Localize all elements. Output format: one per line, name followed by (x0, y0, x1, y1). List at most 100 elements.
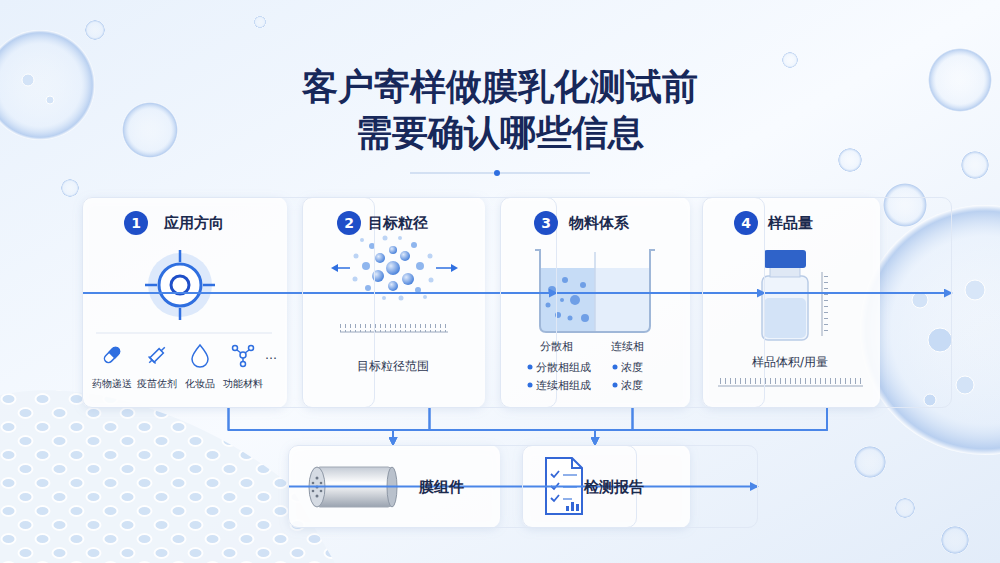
membrane-module-icon (316, 477, 319, 480)
beaker (546, 303, 551, 308)
application-icons (192, 345, 208, 367)
particle-cluster (388, 281, 398, 291)
particle-cluster (402, 273, 414, 285)
bubbles (883, 183, 927, 227)
node-heading: 检测报告 (584, 477, 818, 497)
particle-cluster (375, 253, 385, 263)
application-icons (103, 344, 254, 367)
particle-cluster (365, 285, 371, 291)
bubbles (122, 102, 178, 158)
target-icon (203, 284, 215, 287)
volume-ruler (718, 386, 863, 387)
flow-connector (500, 292, 952, 294)
particle-cluster (400, 251, 410, 261)
title-rule (410, 170, 590, 176)
caption-label: 功能材料 (223, 377, 263, 391)
bullet-dots (528, 365, 533, 370)
membrane-module-icon (320, 490, 323, 493)
size-ruler (340, 332, 448, 333)
target-icon (145, 284, 157, 287)
volume-ruler (718, 378, 863, 386)
caption-label: 样品体积/用量 (752, 354, 828, 371)
bubbles (85, 20, 105, 40)
flow-connector (288, 486, 758, 488)
particle-cluster (398, 236, 402, 240)
title-block: 客户寄样做膜乳化测试前 需要确认哪些信息 (0, 64, 1000, 156)
caption-label: 分散相 (540, 339, 573, 354)
particle-cluster (360, 238, 364, 242)
bullet-dots (613, 365, 618, 370)
step-card: 应用方向1 (82, 197, 375, 408)
flow-connector (229, 408, 394, 445)
report-icon (572, 458, 582, 468)
connectors (82, 293, 952, 487)
application-icons (146, 344, 169, 367)
beaker (580, 282, 586, 288)
callout-number: 2 (337, 211, 361, 235)
flow-connector (595, 408, 827, 445)
beaker (581, 314, 589, 322)
flow-connector (229, 408, 596, 445)
particle-cluster (428, 254, 433, 259)
size-arrows (337, 267, 350, 269)
particle-cluster (383, 236, 388, 241)
flow-connector (393, 408, 430, 445)
step-number: 2 (337, 211, 361, 235)
beaker (555, 312, 561, 318)
caption-label: 药物递送 (92, 377, 132, 391)
size-ruler (340, 324, 448, 332)
application-icons (109, 346, 121, 358)
bubbles (61, 179, 79, 197)
step-number: 3 (534, 211, 558, 235)
particle-cluster (372, 270, 384, 282)
beaker (541, 268, 595, 331)
particle-cluster (411, 242, 417, 248)
step-card: 物料体系3 (500, 197, 765, 408)
application-icons (149, 356, 156, 363)
sample-vial (764, 250, 806, 268)
application-icons (249, 346, 254, 351)
sample-vial (762, 250, 828, 340)
bubbles (838, 148, 862, 172)
caption-label: 浓度 (621, 360, 643, 375)
caption-label: 连续相 (611, 339, 644, 354)
beaker (560, 298, 564, 302)
caption-label: 浓度 (621, 378, 643, 393)
title: 客户寄样做膜乳化测试前 需要确认哪些信息 (290, 64, 710, 156)
size-arrows (331, 264, 338, 272)
bullet-dots (528, 383, 533, 388)
bubbles (965, 280, 985, 300)
step-number: 1 (124, 211, 148, 235)
flow-connector (595, 408, 633, 445)
bubbles (0, 30, 95, 140)
bubbles (956, 376, 974, 394)
particle-cluster (416, 262, 424, 270)
beaker (535, 250, 655, 332)
bubbles (782, 52, 798, 68)
application-icons (242, 358, 244, 362)
membrane-module-icon (312, 482, 315, 485)
caption-label: … (265, 348, 277, 362)
caption-label: 疫苗佐剂 (137, 377, 177, 391)
bubbles (961, 151, 989, 179)
membrane-module-icon (316, 495, 319, 498)
particle-cluster (386, 261, 400, 275)
bullet-dots (613, 383, 618, 388)
flow-connector (393, 408, 633, 445)
volume-ruler (718, 378, 863, 386)
beaker (570, 295, 580, 305)
membrane-module-icon (320, 482, 323, 485)
particle-cluster (353, 236, 434, 301)
beaker (594, 252, 596, 331)
particle-cluster (429, 278, 434, 283)
membrane-module-icon (312, 490, 315, 493)
report-icon (566, 506, 569, 511)
bubbles (928, 328, 952, 352)
bubbles (854, 446, 886, 478)
bubbles (941, 526, 969, 554)
report-icon (576, 504, 579, 511)
application-icons (103, 346, 121, 364)
result-box: 检测报告 (522, 445, 758, 528)
card-panels (82, 197, 880, 528)
beaker (595, 268, 649, 331)
